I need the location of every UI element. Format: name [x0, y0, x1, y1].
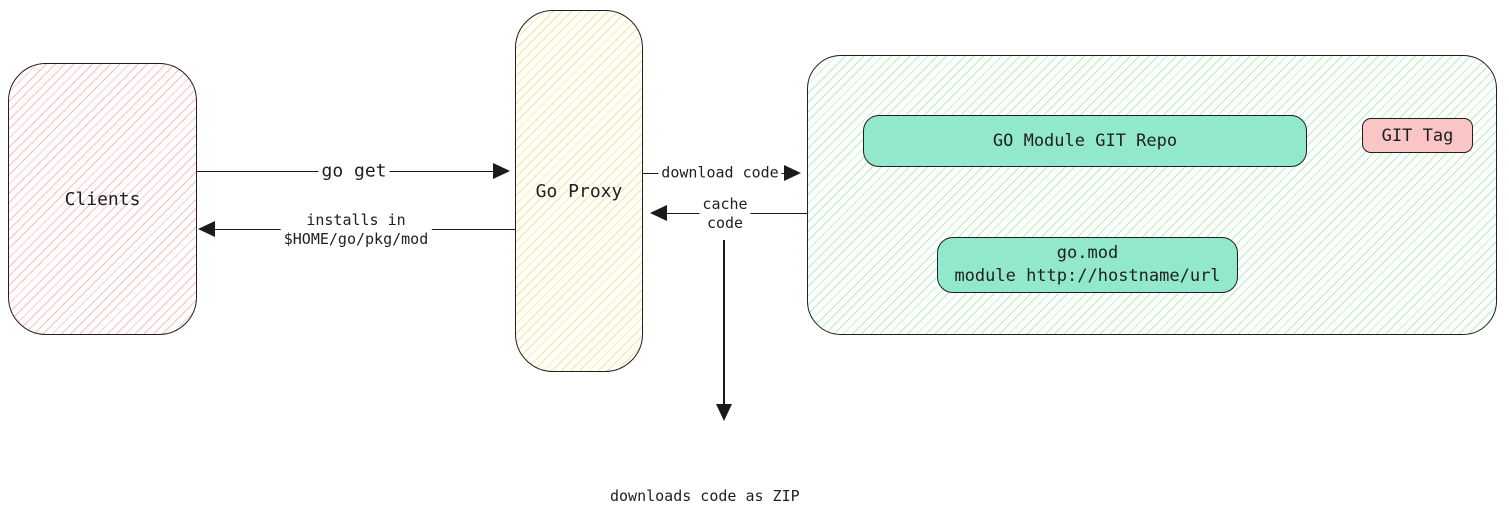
zip-note: downloads code as ZIP This is not compil…	[610, 446, 854, 519]
zip-download-arrowhead	[716, 404, 732, 421]
go-get-arrowhead	[493, 163, 510, 179]
go-mod-line-1: go.mod	[1056, 243, 1119, 263]
installs-in-label-line-2: $HOME/go/pkg/mod	[283, 230, 429, 248]
zip-note-line-1: downloads code as ZIP	[610, 487, 800, 505]
installs-in-arrowhead	[198, 221, 215, 237]
cache-code-arrowhead	[650, 205, 667, 221]
node-go-module-git-repo: GO Module GIT Repo	[863, 115, 1307, 167]
download-code-arrowhead	[784, 165, 801, 181]
node-go-proxy: Go Proxy	[515, 10, 643, 372]
zip-download-arrow-line	[723, 240, 725, 404]
download-code-label: download code	[658, 163, 782, 183]
go-mod-line-2: module http://hostname/url	[954, 266, 1221, 286]
go-module-git-repo-label: GO Module GIT Repo	[992, 131, 1178, 151]
node-go-mod: go.mod module http://hostname/url	[937, 237, 1238, 293]
installs-in-label: installs in $HOME/go/pkg/mod	[280, 211, 432, 249]
cache-code-label: cache code	[699, 195, 751, 233]
repo-group-container	[807, 55, 1497, 335]
git-tag-label: GIT Tag	[1381, 125, 1454, 146]
clients-label: Clients	[64, 188, 141, 210]
installs-in-label-line-1: installs in	[306, 211, 406, 229]
go-get-label: go get	[318, 160, 390, 182]
node-git-tag: GIT Tag	[1362, 118, 1473, 153]
cache-code-label-line-2: code	[706, 214, 744, 232]
go-proxy-label: Go Proxy	[535, 180, 623, 202]
node-clients: Clients	[8, 63, 197, 335]
cache-code-label-line-1: cache	[702, 195, 748, 213]
